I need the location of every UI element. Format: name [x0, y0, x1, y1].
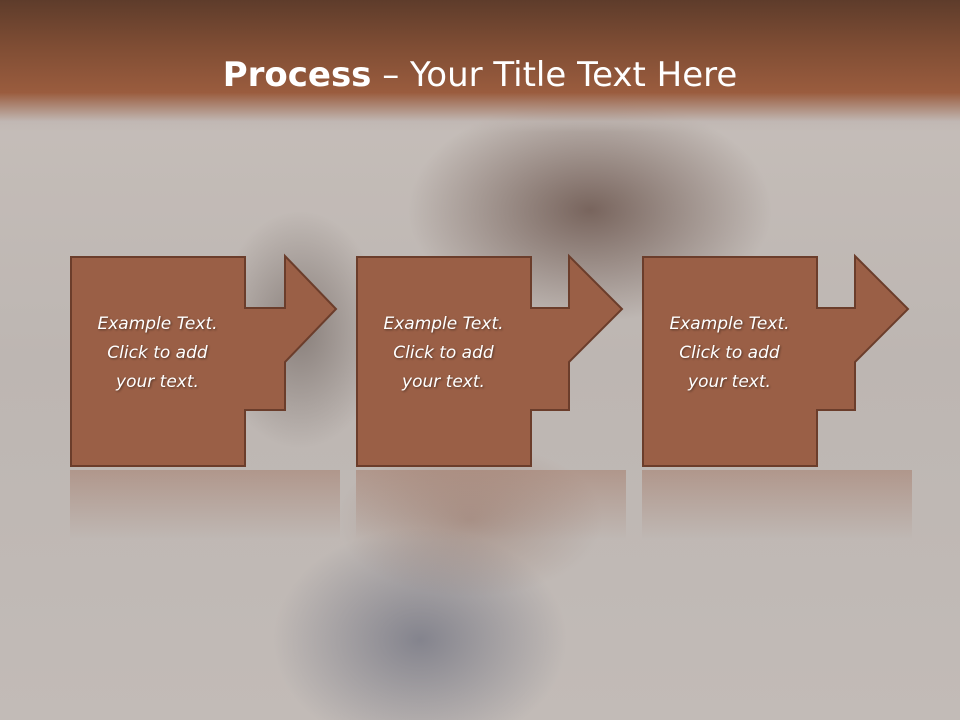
- step-3-arrow-box: [642, 253, 910, 467]
- process-step-1[interactable]: Example Text. Click to add your text.: [70, 253, 340, 468]
- process-step-3[interactable]: Example Text. Click to add your text.: [642, 253, 912, 468]
- step-2-shape: [356, 253, 624, 467]
- step-3-line-1: Example Text.: [669, 314, 790, 334]
- title-banner: [0, 0, 960, 132]
- step-1-line-2: Click to add: [107, 343, 208, 363]
- slide-title[interactable]: Process – Your Title Text Here: [0, 52, 960, 98]
- step-3-shape: [642, 253, 910, 467]
- step-1-text[interactable]: Example Text. Click to add your text.: [70, 310, 245, 397]
- title-bold-text: Process: [222, 55, 372, 95]
- step-2-line-1: Example Text.: [383, 314, 504, 334]
- step-2-line-2: Click to add: [393, 343, 494, 363]
- step-1-shape: [70, 253, 338, 467]
- step-3-line-2: Click to add: [679, 343, 780, 363]
- step-3-line-3: your text.: [688, 372, 771, 392]
- step-2-line-3: your text.: [402, 372, 485, 392]
- step-2-arrow-box: [356, 253, 624, 467]
- process-step-2[interactable]: Example Text. Click to add your text.: [356, 253, 626, 468]
- step-1-arrow-box: [70, 253, 338, 467]
- step-1-line-3: your text.: [116, 372, 199, 392]
- step-1-line-1: Example Text.: [97, 314, 218, 334]
- title-rest-text: – Your Title Text Here: [371, 55, 738, 95]
- step-2-text[interactable]: Example Text. Click to add your text.: [356, 310, 531, 397]
- step-3-text[interactable]: Example Text. Click to add your text.: [642, 310, 817, 397]
